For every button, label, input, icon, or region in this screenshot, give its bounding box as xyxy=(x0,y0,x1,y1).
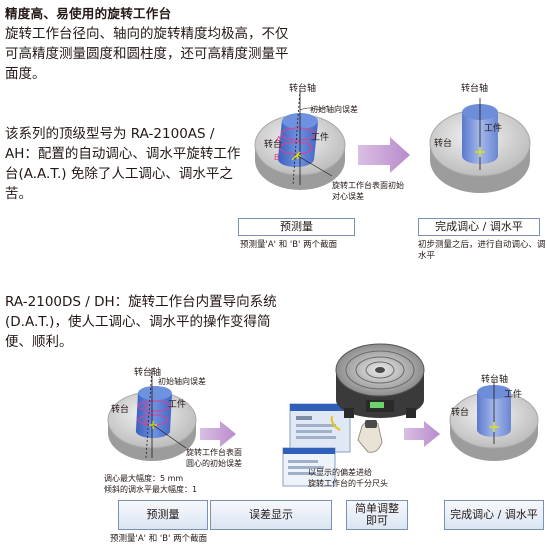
axis-label-right-2: 转台轴 xyxy=(481,375,509,385)
pre-measure-caption-2: 预测量'A' 和 'B' 两个截面 xyxy=(110,534,208,544)
intro-paragraph: 旋转工作台径向、轴向的旋转精度均极高，不仅可高精度测量圆度和圆柱度，还可高精度测… xyxy=(5,26,289,82)
workpiece-label-right: 工件 xyxy=(484,124,503,134)
process-arrow xyxy=(358,137,410,173)
section-heading: 精度高、易使用的旋转工作台 xyxy=(5,6,172,21)
adjustment-specs: 调心最大幅度：5 mm 倾斜的调水平最大幅度：1 xyxy=(104,474,198,494)
marker-a: A xyxy=(276,135,282,144)
section1-diagram xyxy=(254,89,531,193)
workpiece-label: 工件 xyxy=(311,133,330,143)
table-label-2: 转台 xyxy=(111,405,130,415)
center-error-label-2: 旋转工作台表面 圆心的初始误差 xyxy=(186,448,242,468)
pre-measure-caption: 预测量'A' 和 'B' 两个截面 xyxy=(240,240,338,250)
workpiece-cylinder-left-2 xyxy=(135,386,172,439)
table-label-right-2: 转台 xyxy=(451,408,470,418)
axis-label-right: 转台轴 xyxy=(461,84,489,94)
section2-description: RA-2100DS / DH：旋转工作台内置导向系统(D.A.T.)，使人工调心… xyxy=(5,294,277,350)
section2-diagram xyxy=(107,343,539,487)
step-complete: 完成调心 / 调水平 xyxy=(444,500,544,530)
micrometer-instruction: 以显示的偏差进给 旋转工作台的千分尺头 xyxy=(308,468,388,488)
workpiece-label-2: 工件 xyxy=(168,400,187,410)
complete-box: 完成调心 / 调水平 xyxy=(418,218,540,236)
complete-caption: 初步测量之后，进行自动调心、调水平 xyxy=(418,240,546,261)
rotary-table-photo xyxy=(335,343,425,418)
process-arrow-2 xyxy=(404,421,440,447)
initial-axis-error-label: 初始轴向误差 xyxy=(310,105,358,114)
table-label-right: 转台 xyxy=(434,139,453,149)
step-error-display: 误差显示 xyxy=(210,500,332,530)
step-simple-adjust: 简单调整 即可 xyxy=(346,500,408,530)
pre-measure-box: 预测量 xyxy=(238,218,355,236)
table-label: 转台 xyxy=(264,140,283,150)
step-pre-measure: 预测量 xyxy=(118,500,208,530)
marker-b: B xyxy=(274,153,280,162)
process-arrow-1 xyxy=(200,421,236,447)
marker-b-2: B xyxy=(143,418,149,427)
axis-label-2: 转台轴 xyxy=(134,368,162,378)
workpiece-label-right-2: 工件 xyxy=(504,390,523,400)
marker-a-2: A xyxy=(144,402,150,411)
center-marker-aligned xyxy=(475,147,485,157)
section1-description: 该系列的顶级型号为 RA-2100AS / AH：配置的自动调心、调水平旋转工作… xyxy=(5,126,241,202)
center-error-label: 旋转工作台表面初始 对心误差 xyxy=(332,181,404,201)
initial-axis-error-label-2: 初始轴向误差 xyxy=(158,377,206,386)
axis-label: 转台轴 xyxy=(289,84,317,94)
software-screenshot xyxy=(282,403,351,487)
hand-adjust-icon xyxy=(357,420,383,453)
